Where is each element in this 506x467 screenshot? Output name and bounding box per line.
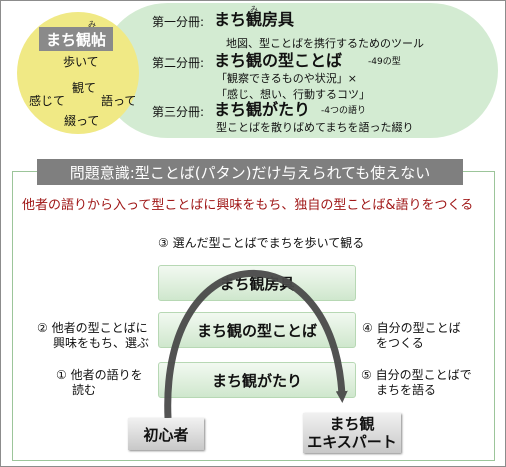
step-2-line1: ② 他者の型ことばに: [37, 321, 148, 335]
step-1-line1: ① 他者の語りを: [56, 368, 143, 382]
problem-banner: 問題意識:型ことば(パタン)だけ与えられても使えない: [37, 159, 463, 185]
step-5-line1: ⑤ 自分の型ことばで: [361, 368, 472, 382]
badge-ruby: み: [88, 20, 96, 29]
step-4-line1: ④ 自分の型ことば: [362, 321, 461, 335]
step-1-line2: 読む: [72, 383, 97, 397]
step-4-line2: をつくる: [376, 336, 424, 350]
expert-label-line2: エキスパート: [307, 433, 397, 451]
book-series-band: [100, 3, 498, 138]
book1-title: まち観房具: [214, 10, 295, 29]
verb-walk: 歩いて: [63, 55, 99, 69]
book3-title: まち観がたり: [214, 100, 311, 119]
book2-desc-2: 「感じ、想い、行動するコツ」: [216, 88, 370, 101]
step-5-line2: まちを語る: [376, 383, 437, 397]
book2-prefix: 第二分冊:: [152, 56, 205, 70]
book2-desc-1: 「観察できるものや状況」×: [216, 72, 357, 85]
book3-prefix: 第三分冊:: [152, 105, 205, 119]
verb-feel: 感じて: [29, 94, 66, 108]
headline: 他者の語りから入って型ことばに興味をもち、独自の型ことば&語りをつくる: [22, 198, 474, 213]
verb-see: 観て: [72, 81, 97, 95]
step-3: ③ 選んだ型ことばでまちを歩いて観る: [158, 236, 365, 250]
book2-note: -49の型: [368, 57, 401, 67]
verb-write: 綴って: [64, 114, 100, 128]
expert-node: まち観 エキスパート: [303, 413, 401, 453]
beginner-node: 初心者: [128, 418, 204, 450]
book3-desc: 型ことばを散りばめてまちを語った綴り: [216, 121, 414, 134]
book1-desc: 地図、型ことばを携行するためのツール: [226, 37, 424, 50]
book1-prefix: 第一分冊:: [152, 15, 205, 29]
book2-title: まち観の型ことば: [214, 51, 343, 70]
layer-stories: まち観がたり: [158, 362, 356, 398]
notebook-badge: まち観帖: [39, 27, 113, 51]
verb-tell: 語って: [101, 94, 137, 108]
book3-note: -4つの語り: [321, 106, 366, 116]
step-2-line2: 興味をもち、選ぶ: [53, 336, 150, 350]
book1-title-ruby: み: [250, 5, 258, 14]
expert-label-line1: まち観: [329, 415, 375, 433]
